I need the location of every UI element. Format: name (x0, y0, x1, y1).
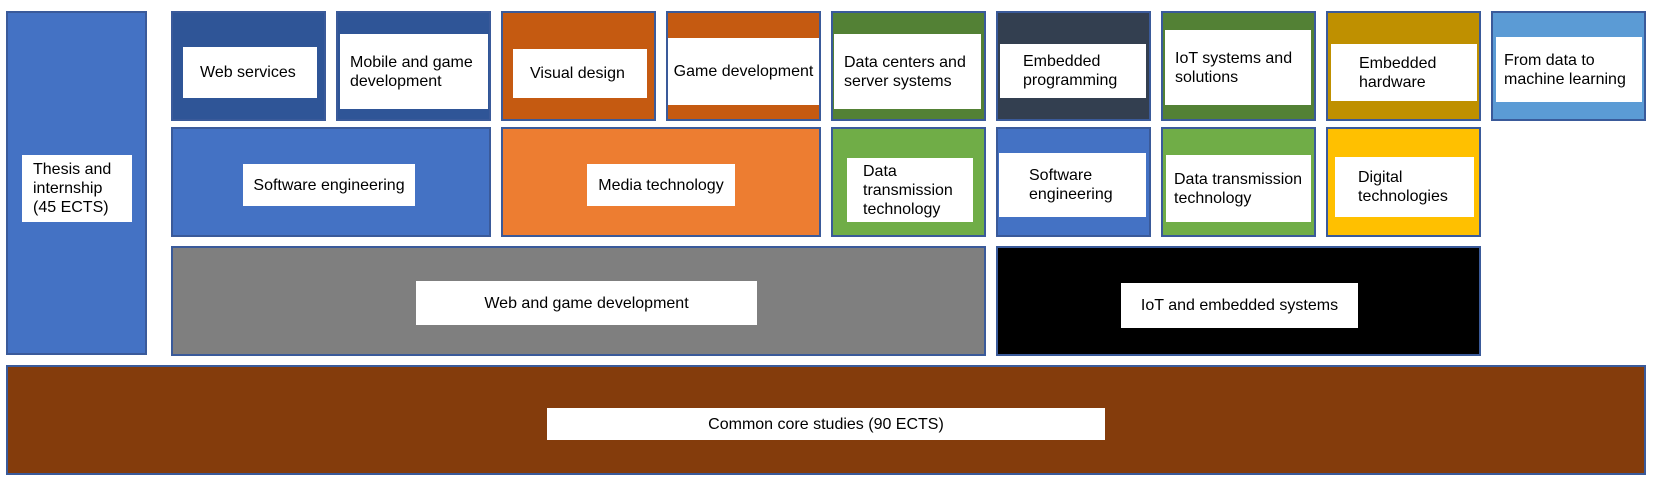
embedded-prog-label: Embedded programming (1000, 44, 1146, 98)
thesis-label: Thesis and internship (45 ECTS) (22, 155, 132, 222)
iot-systems-label: IoT systems and solutions (1165, 30, 1311, 105)
software-eng-1-label: Software engineering (243, 164, 415, 206)
web-game-label: Web and game development (416, 281, 757, 325)
data-centers-label: Data centers and server systems (834, 34, 981, 109)
digital-tech-label: Digital technologies (1335, 157, 1474, 217)
data-trans-1-label: Data transmission technology (847, 158, 973, 222)
visual-design-label: Visual design (513, 49, 647, 98)
data-trans-2-label: Data transmission technology (1166, 155, 1311, 222)
game-dev-label: Game development (668, 38, 819, 105)
software-eng-2-label: Software engineering (999, 153, 1146, 217)
common-core-label: Common core studies (90 ECTS) (547, 408, 1105, 440)
web-services-label: Web services (183, 47, 317, 98)
media-tech-label: Media technology (587, 164, 735, 206)
data-ml-label: From data to machine learning (1496, 37, 1642, 102)
mobile-game-label: Mobile and game development (340, 34, 488, 109)
iot-embedded-label: IoT and embedded systems (1121, 283, 1358, 328)
embedded-hw-label: Embedded hardware (1331, 44, 1477, 101)
